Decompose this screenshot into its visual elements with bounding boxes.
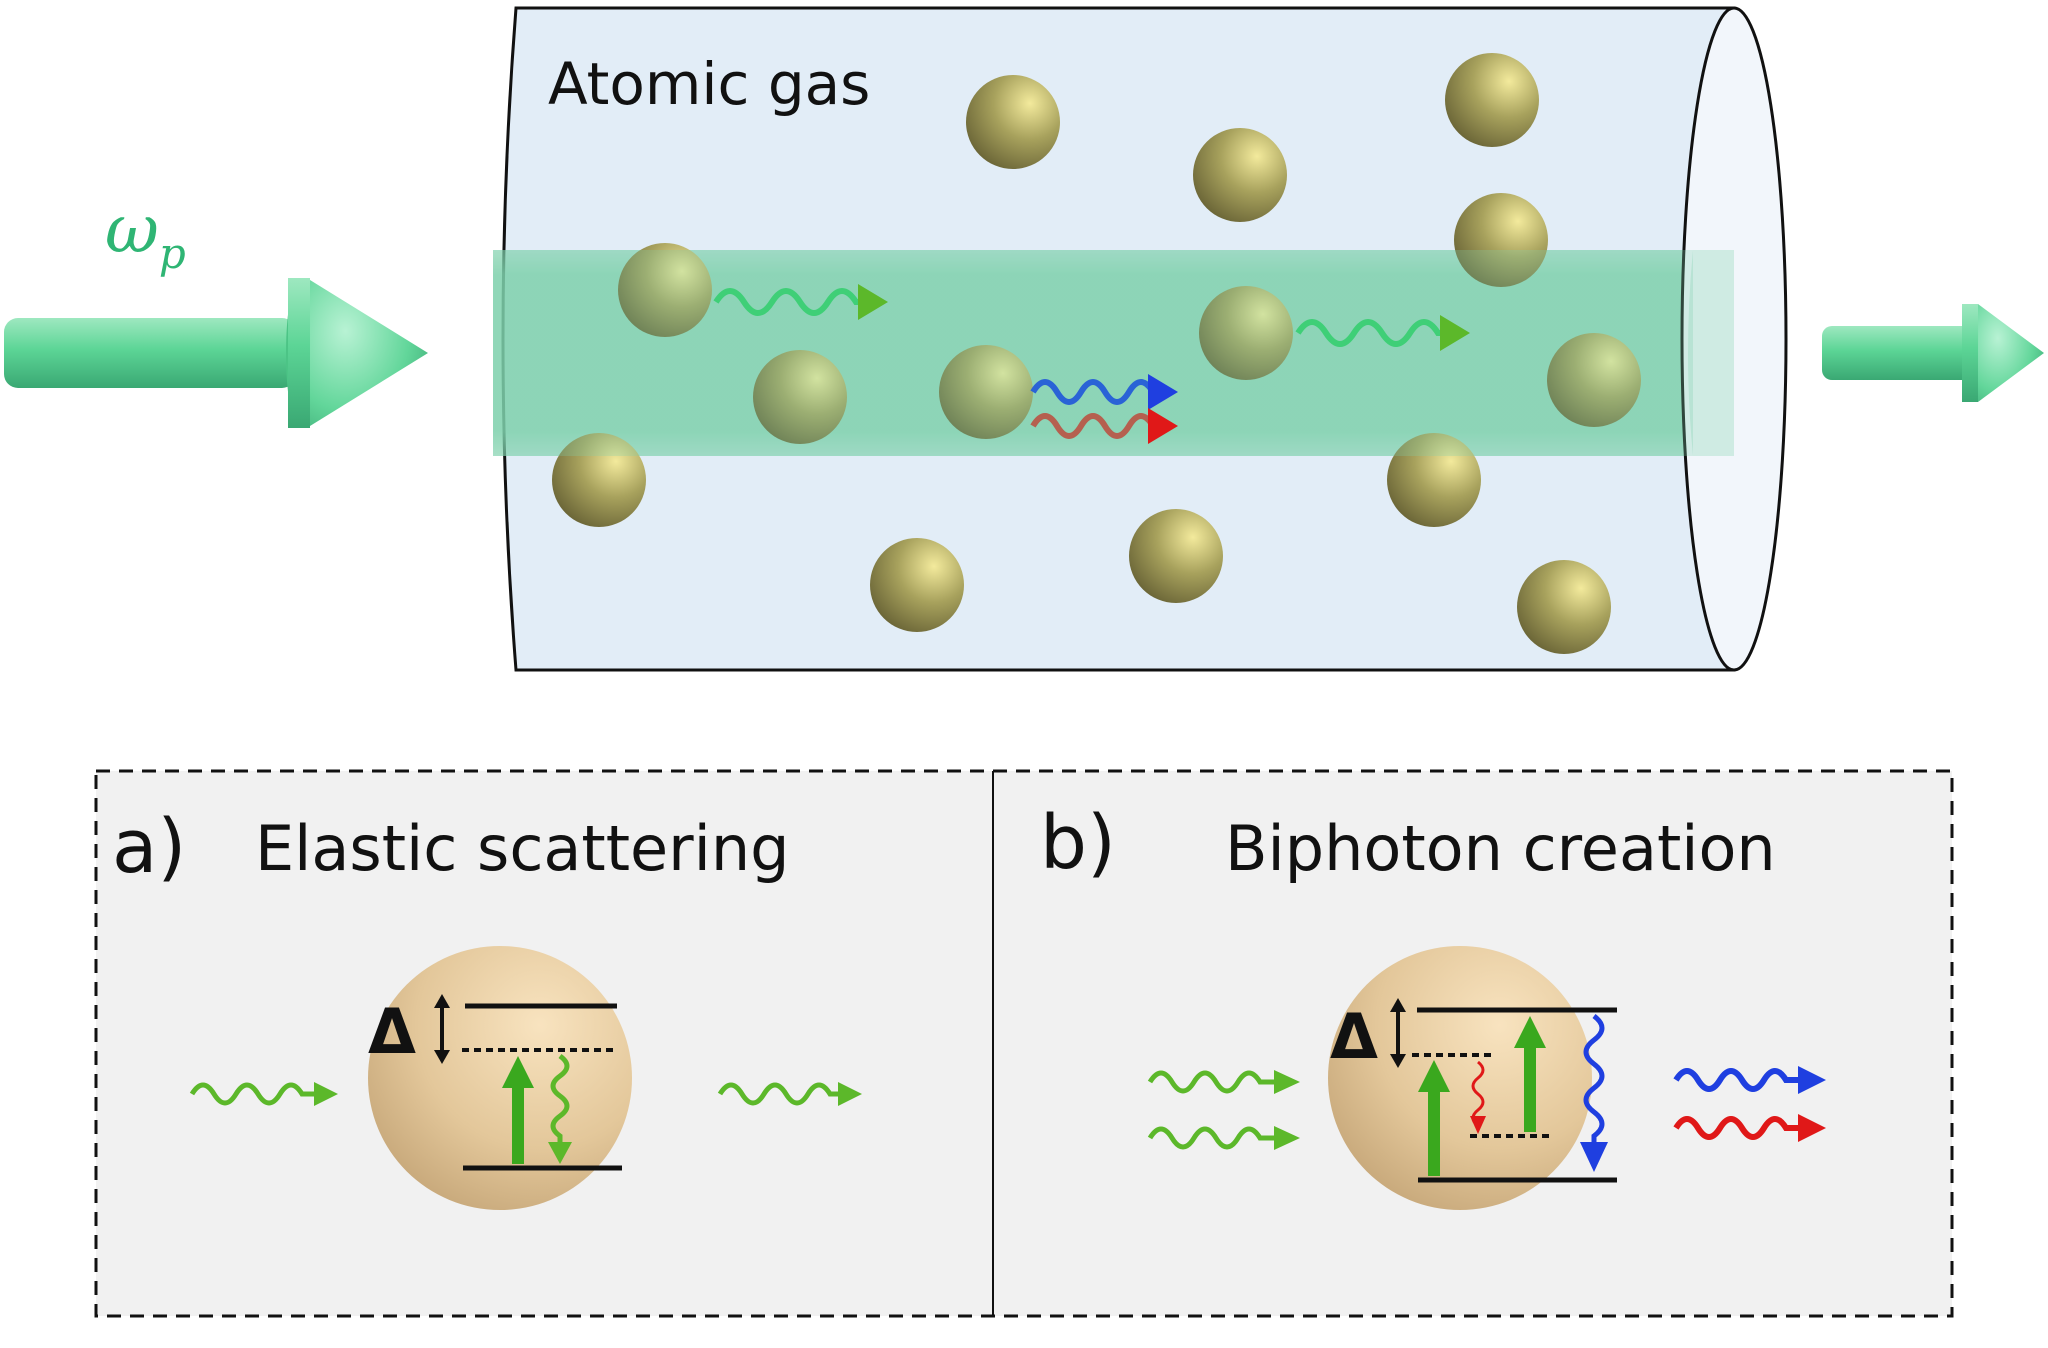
- scattered-photon-wave: [1295, 315, 1470, 351]
- blue-photon-wave: [1030, 374, 1178, 410]
- emission-wave: [550, 1053, 570, 1148]
- panel-b-title: Biphoton creation: [1225, 812, 1776, 885]
- blue-emission-wave: [1583, 1014, 1605, 1148]
- pump-frequency-label: ωp: [105, 191, 186, 278]
- panel-elastic-scattering: a) Elastic scattering Δ: [112, 804, 862, 1210]
- atom: [1445, 53, 1539, 147]
- atom: [1193, 128, 1287, 222]
- atom: [618, 243, 712, 337]
- panel-biphoton-creation: b) Biphoton creation Δ: [1040, 800, 1826, 1210]
- pump-output-arrow: [1822, 304, 2044, 402]
- atom: [753, 350, 847, 444]
- incident-photon-2: [1147, 1126, 1276, 1150]
- scattered-photon-wave: [713, 284, 888, 320]
- panel-a-letter: a): [112, 804, 186, 890]
- gas-cell-end-cap: [1680, 6, 1788, 672]
- red-photon-wave: [1030, 408, 1178, 444]
- incident-photon-1: [1147, 1070, 1276, 1094]
- detuning-label: Δ: [1330, 1000, 1378, 1073]
- outgoing-photon: [717, 1082, 840, 1106]
- atom: [966, 75, 1060, 169]
- atom: [870, 538, 964, 632]
- atom-energy-diagram: [1328, 946, 1592, 1210]
- atom: [939, 345, 1033, 439]
- atoms: [552, 53, 1641, 654]
- atom: [1454, 193, 1548, 287]
- gas-label: Atomic gas: [548, 50, 870, 118]
- atom: [1547, 333, 1641, 427]
- pump-input-arrow: [4, 278, 428, 428]
- outgoing-red-photon: [1673, 1116, 1800, 1140]
- outgoing-blue-photon: [1673, 1068, 1800, 1092]
- detuning-label: Δ: [368, 995, 416, 1068]
- panel-a-title: Elastic scattering: [255, 812, 790, 885]
- atom: [1129, 509, 1223, 603]
- atom: [552, 433, 646, 527]
- atom: [1517, 560, 1611, 654]
- panel-b-letter: b): [1040, 800, 1116, 886]
- atom: [1387, 433, 1481, 527]
- incident-photon: [189, 1082, 316, 1106]
- atom: [1199, 286, 1293, 380]
